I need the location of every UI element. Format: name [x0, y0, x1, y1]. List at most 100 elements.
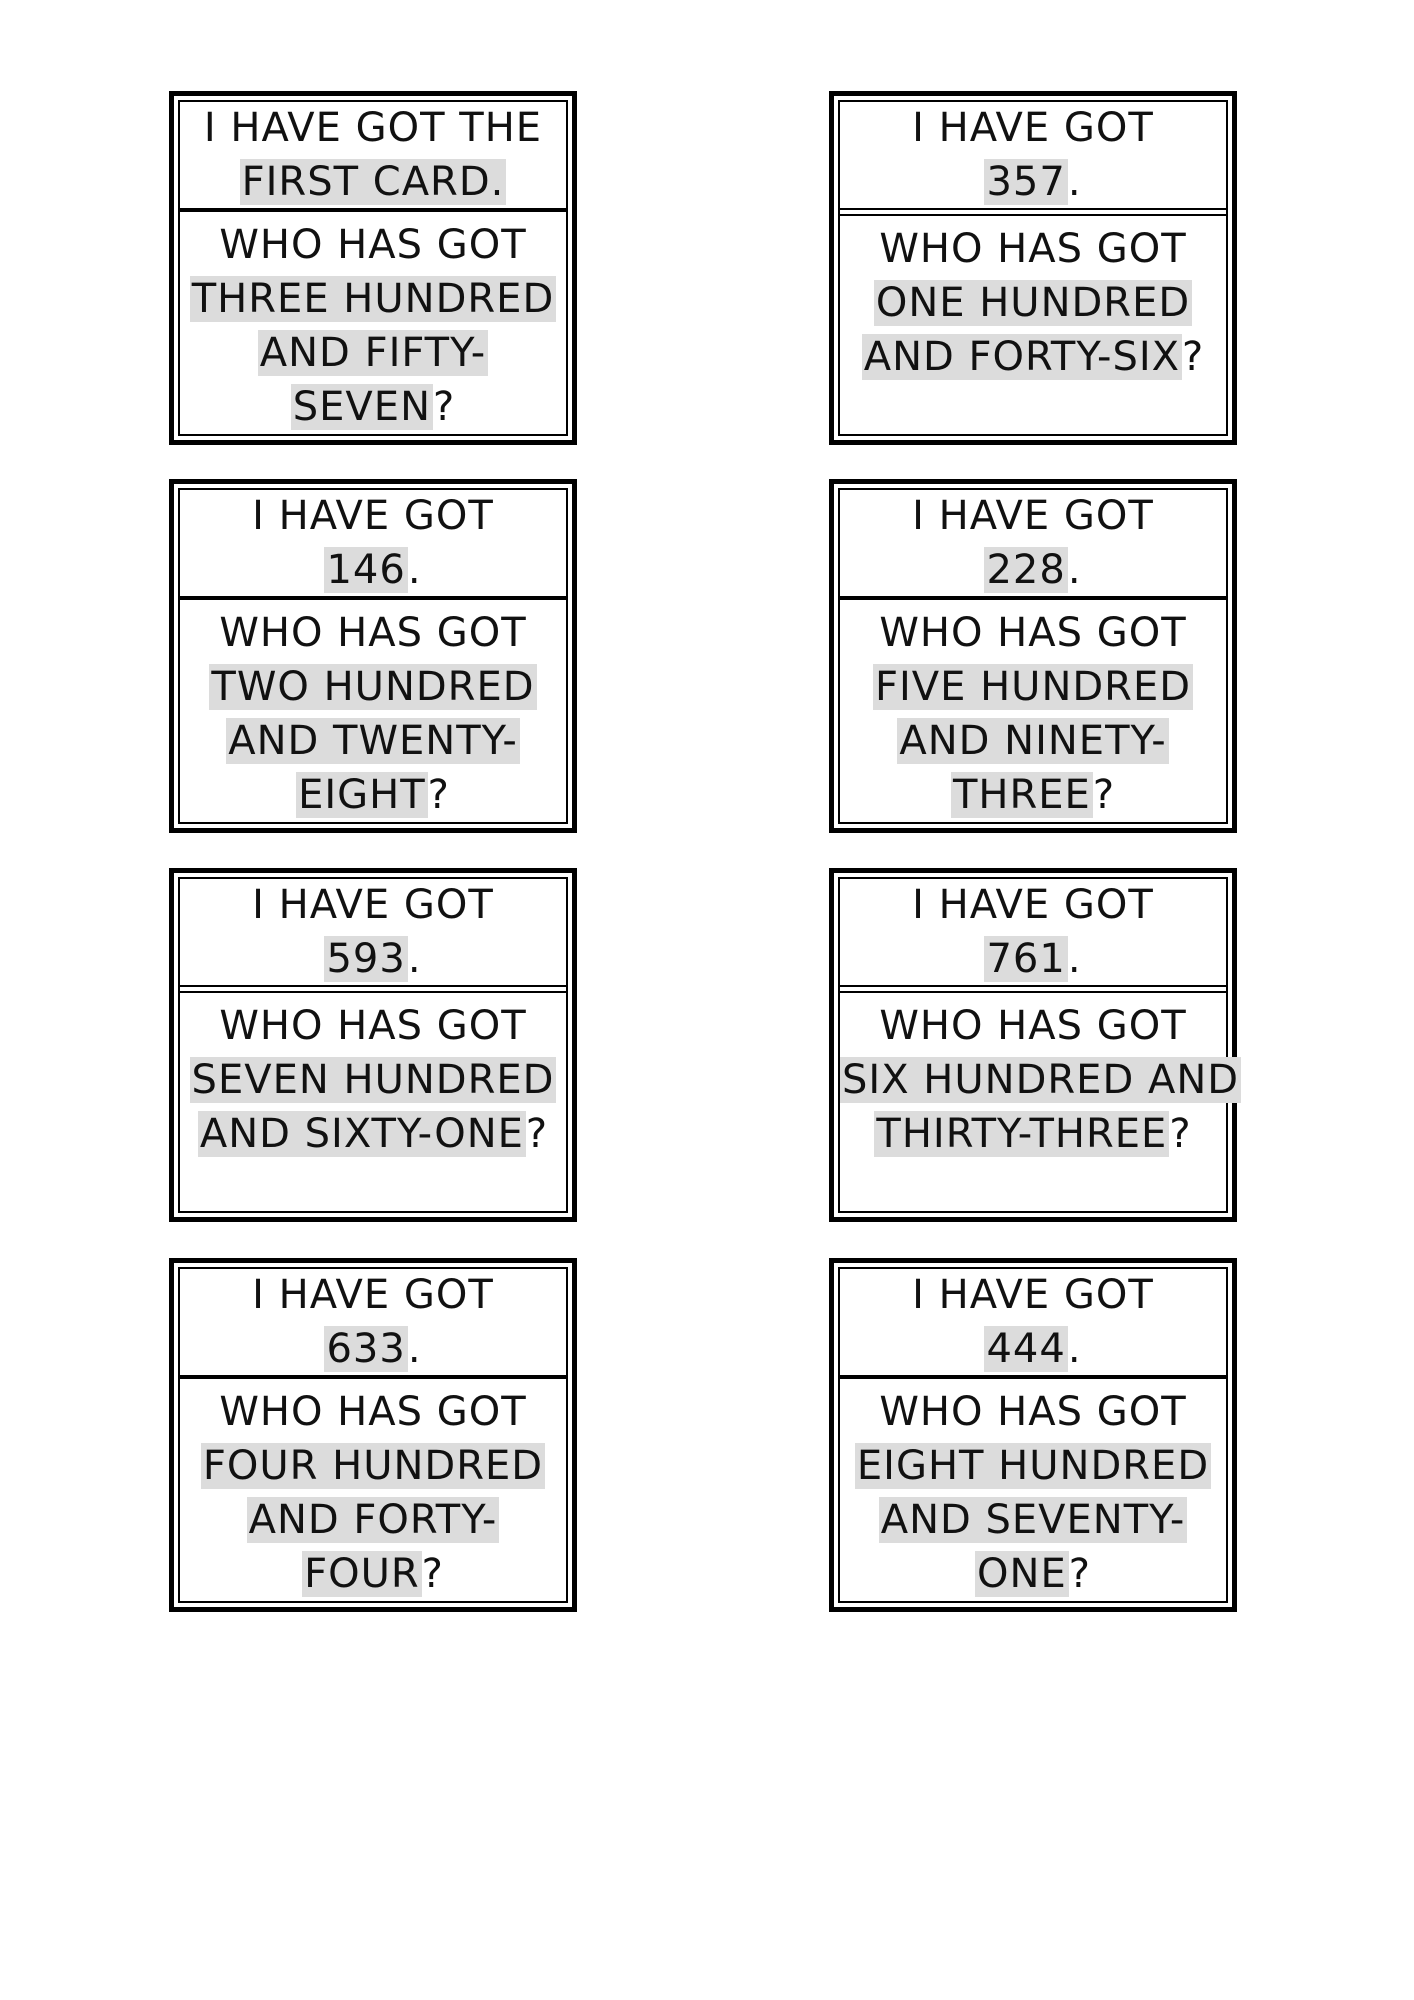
card-5: I HAVE GOT 593. WHO HAS GOT SEVEN HUNDRE… [169, 868, 577, 1222]
card-inner: I HAVE GOT THE FIRST CARD. WHO HAS GOT T… [178, 100, 568, 436]
who-section: WHO HAS GOT SEVEN HUNDRED AND SIXTY-ONE? [180, 993, 566, 1211]
highlighted-text: 761 [984, 936, 1068, 982]
highlighted-text: AND FORTY-SIX [861, 334, 1183, 380]
have-section: I HAVE GOT 228. [840, 490, 1226, 598]
highlighted-text: SIX HUNDRED AND [840, 1057, 1242, 1103]
who-line: ONE? [975, 1551, 1091, 1597]
have-section: I HAVE GOT 444. [840, 1269, 1226, 1377]
have-line: 228. [984, 547, 1082, 593]
highlighted-text: AND FORTY- [246, 1497, 500, 1543]
who-line: FOUR HUNDRED [180, 1439, 566, 1493]
who-section: WHO HAS GOT SIX HUNDRED AND THIRTY-THREE… [840, 993, 1242, 1211]
highlighted-text: THREE HUNDRED [189, 276, 557, 322]
have-line: I HAVE GOT [252, 493, 494, 539]
have-line: 761. [984, 936, 1082, 982]
who-line: AND NINETY- [840, 714, 1226, 768]
who-line: WHO HAS GOT [879, 1389, 1187, 1435]
highlighted-text: SEVEN [290, 384, 433, 430]
who-section: WHO HAS GOT FOUR HUNDRED AND FORTY- FOUR… [180, 1379, 566, 1601]
highlighted-text: THIRTY-THREE [874, 1111, 1170, 1157]
have-line: FIRST CARD. [239, 155, 507, 209]
who-section: WHO HAS GOT FIVE HUNDRED AND NINETY- THR… [840, 600, 1226, 822]
have-line: 593. [324, 936, 422, 982]
highlighted-text: 357 [984, 159, 1068, 205]
double-divider [180, 1377, 566, 1379]
highlighted-text: 228 [984, 547, 1068, 593]
have-line: I HAVE GOT [912, 1272, 1154, 1318]
have-line: 146. [324, 547, 422, 593]
double-divider [840, 598, 1226, 600]
highlighted-text: EIGHT [296, 772, 428, 818]
have-section: I HAVE GOT 593. [180, 879, 566, 987]
who-line: SEVEN HUNDRED [180, 1053, 566, 1107]
highlighted-text: AND SEVENTY- [878, 1497, 1188, 1543]
highlighted-text: 633 [324, 1326, 408, 1372]
who-line: AND TWENTY- [180, 714, 566, 768]
who-line: THREE HUNDRED [180, 272, 566, 326]
double-divider [180, 987, 566, 993]
who-line: THREE? [950, 772, 1116, 818]
highlighted-text: SEVEN HUNDRED [189, 1057, 557, 1103]
who-line: WHO HAS GOT [219, 1389, 527, 1435]
highlighted-text: FOUR [302, 1551, 422, 1597]
card-1: I HAVE GOT THE FIRST CARD. WHO HAS GOT T… [169, 91, 577, 445]
have-section: I HAVE GOT 633. [180, 1269, 566, 1377]
card-3: I HAVE GOT 146. WHO HAS GOT TWO HUNDRED … [169, 479, 577, 833]
have-section: I HAVE GOT 761. [840, 879, 1226, 987]
who-line: AND SEVENTY- [840, 1493, 1226, 1547]
highlighted-text: ONE HUNDRED [873, 280, 1193, 326]
card-inner: I HAVE GOT 228. WHO HAS GOT FIVE HUNDRED… [838, 488, 1228, 824]
who-line: AND FIFTY- [180, 326, 566, 380]
highlighted-text: AND TWENTY- [226, 718, 520, 764]
who-line: WHO HAS GOT [879, 1003, 1187, 1049]
who-line: WHO HAS GOT [879, 226, 1187, 272]
who-line: AND FORTY-SIX? [861, 334, 1205, 380]
who-line: FIVE HUNDRED [840, 660, 1226, 714]
card-4: I HAVE GOT 228. WHO HAS GOT FIVE HUNDRED… [829, 479, 1237, 833]
who-line: WHO HAS GOT [219, 1003, 527, 1049]
double-divider [840, 1377, 1226, 1379]
highlighted-text: EIGHT HUNDRED [854, 1443, 1212, 1489]
highlighted-text: 593 [324, 936, 408, 982]
card-inner: I HAVE GOT 633. WHO HAS GOT FOUR HUNDRED… [178, 1267, 568, 1603]
have-line: I HAVE GOT [912, 493, 1154, 539]
highlighted-text: TWO HUNDRED [209, 664, 537, 710]
double-divider [180, 598, 566, 600]
have-line: I HAVE GOT [252, 882, 494, 928]
who-section: WHO HAS GOT TWO HUNDRED AND TWENTY- EIGH… [180, 600, 566, 822]
highlighted-text: THREE [950, 772, 1093, 818]
have-line: I HAVE GOT [912, 105, 1154, 151]
who-section: WHO HAS GOT THREE HUNDRED AND FIFTY- SEV… [180, 212, 566, 434]
have-line: I HAVE GOT THE [203, 105, 543, 151]
have-section: I HAVE GOT 146. [180, 490, 566, 598]
card-inner: I HAVE GOT 444. WHO HAS GOT EIGHT HUNDRE… [838, 1267, 1228, 1603]
have-line: I HAVE GOT [252, 1272, 494, 1318]
highlighted-text: FIRST CARD. [239, 159, 507, 205]
who-line: THIRTY-THREE? [874, 1111, 1192, 1157]
card-inner: I HAVE GOT 146. WHO HAS GOT TWO HUNDRED … [178, 488, 568, 824]
highlighted-text: 444 [984, 1326, 1068, 1372]
double-divider [180, 210, 566, 212]
have-section: I HAVE GOT 357. [840, 102, 1226, 210]
highlighted-text: FIVE HUNDRED [872, 664, 1194, 710]
card-6: I HAVE GOT 761. WHO HAS GOT SIX HUNDRED … [829, 868, 1242, 1222]
highlighted-text: ONE [975, 1551, 1069, 1597]
have-line: 357. [984, 159, 1082, 205]
card-inner: I HAVE GOT 357. WHO HAS GOT ONE HUNDRED … [838, 100, 1228, 436]
highlighted-text: AND SIXTY-ONE [197, 1111, 526, 1157]
who-line: WHO HAS GOT [219, 610, 527, 656]
who-section: WHO HAS GOT ONE HUNDRED AND FORTY-SIX? [840, 216, 1226, 434]
who-line: TWO HUNDRED [180, 660, 566, 714]
who-line: AND FORTY- [180, 1493, 566, 1547]
have-line: 633. [324, 1326, 422, 1372]
who-line: SIX HUNDRED AND [840, 1053, 1242, 1107]
card-7: I HAVE GOT 633. WHO HAS GOT FOUR HUNDRED… [169, 1258, 577, 1612]
who-line: FOUR? [302, 1551, 444, 1597]
who-line: WHO HAS GOT [879, 610, 1187, 656]
have-line: 444. [984, 1326, 1082, 1372]
card-8: I HAVE GOT 444. WHO HAS GOT EIGHT HUNDRE… [829, 1258, 1237, 1612]
card-2: I HAVE GOT 357. WHO HAS GOT ONE HUNDRED … [829, 91, 1237, 445]
who-section: WHO HAS GOT EIGHT HUNDRED AND SEVENTY- O… [840, 1379, 1226, 1601]
highlighted-text: AND FIFTY- [257, 330, 489, 376]
who-line: SEVEN? [290, 384, 456, 430]
